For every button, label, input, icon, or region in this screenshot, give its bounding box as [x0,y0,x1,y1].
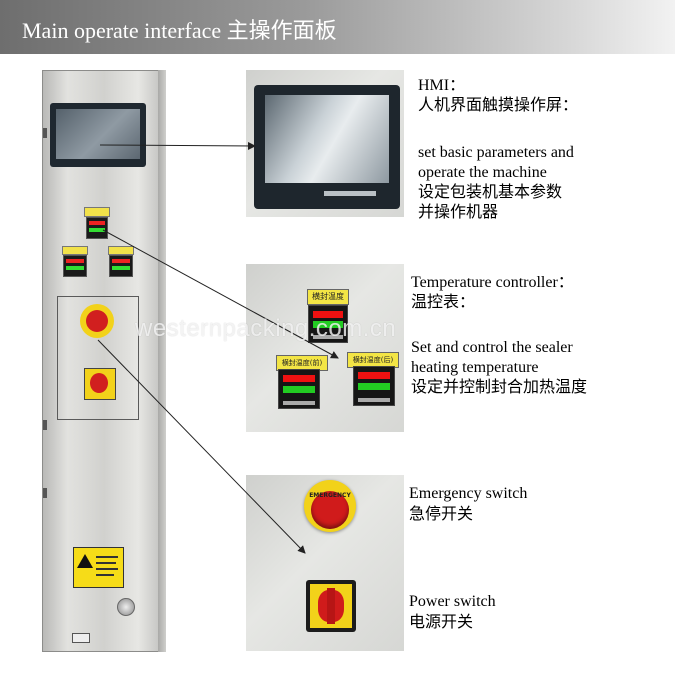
temperature-controller-top [308,305,348,343]
hmi-desc-1: set basic parameters and [418,144,574,161]
temperature-desc-2: heating temperature [411,359,539,376]
arrow-switches [97,339,306,554]
watermark: westernpacking.com.cn [135,315,397,342]
emergency-button-text: EMERGENCY [309,492,351,499]
header-bar: Main operate interface 主操作面板 [0,0,675,54]
power-title-cn: 电源开关 [409,614,474,631]
temperature-title: Temperature controller： [411,274,574,291]
page-title: Main operate interface 主操作面板 [22,18,337,43]
temperature-controller-left [278,369,320,409]
arrow-hmi [99,141,256,150]
name-plate [72,633,90,643]
warning-sticker [73,547,124,588]
cabinet-hinge [43,488,47,498]
temp-controller-small-right [109,255,133,277]
temperature-desc-cn: 设定并控制封合加热温度 [411,379,588,396]
hmi-title: HMI： [418,77,466,94]
hmi-desc-cn-1: 设定包装机基本参数 [418,184,563,201]
hmi-screen-small [50,103,146,167]
switch-highlight-box [57,296,139,420]
temp-controller-small-top [86,217,108,239]
temperature-controller-right [353,366,395,406]
hmi-screen-closeup [254,85,400,209]
arrow-temperature [102,229,339,359]
power-title: Power switch [409,593,496,610]
temp-label-small [62,246,88,255]
hmi-title-cn: 人机界面触摸操作屏： [418,97,579,114]
emergency-title-cn: 急停开关 [409,506,474,523]
temperature-title-cn: 温控表： [411,294,476,311]
temp-label-small [108,246,134,255]
hmi-desc-2: operate the machine [418,164,547,181]
temp-label-small [84,207,110,217]
power-switch-handle [327,588,335,624]
emergency-switch-small [86,310,108,332]
power-switch-small [90,373,108,393]
temp-label-top: 横封温度 [307,289,349,305]
cabinet-hinge [43,420,47,430]
emergency-title: Emergency switch [409,485,528,502]
emergency-switch-button [311,491,349,529]
cabinet-door-edge [158,70,166,652]
hmi-desc-cn-2: 并操作机器 [418,204,499,221]
temp-controller-small-left [63,255,87,277]
cabinet-hinge [43,128,47,138]
door-lock [117,598,135,616]
temperature-desc-1: Set and control the sealer [411,339,573,356]
